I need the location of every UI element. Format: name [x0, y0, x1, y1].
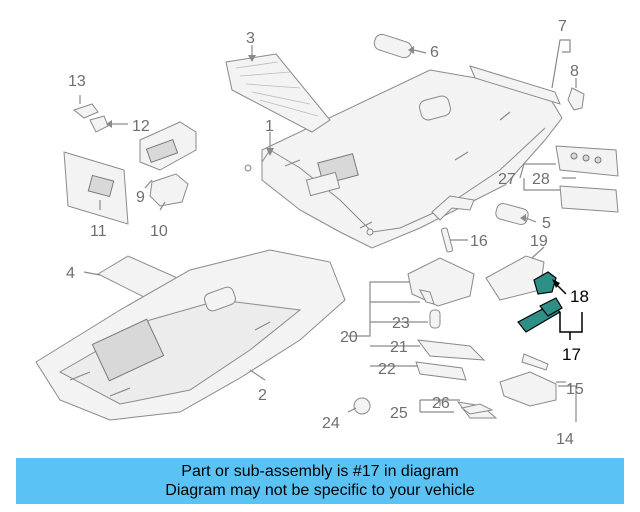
part-15-lamp — [499, 353, 557, 407]
label-8: 8 — [570, 63, 579, 80]
part-19-base — [485, 255, 545, 301]
part-3-panel — [225, 53, 331, 133]
banner-line-2: Diagram may not be specific to your vehi… — [165, 482, 475, 499]
label-13: 13 — [68, 73, 86, 90]
part-9-10-bracket — [139, 121, 197, 207]
label-25: 25 — [390, 405, 408, 422]
part-16-handle — [431, 195, 475, 253]
part-18-clip — [533, 271, 557, 295]
banner-line-1: Part or sub-assembly is #17 in diagram — [181, 463, 459, 480]
label-7: 7 — [558, 18, 567, 35]
part-7-8-trim — [469, 65, 585, 111]
label-2: 2 — [258, 387, 267, 404]
label-15: 15 — [566, 381, 584, 398]
part-11-sun-visor — [63, 151, 129, 225]
headliner-lower — [35, 249, 346, 421]
label-1: 1 — [265, 118, 274, 135]
info-banner: Part or sub-assembly is #17 in diagram D… — [16, 458, 624, 504]
label-11: 11 — [90, 223, 107, 240]
label-4: 4 — [66, 265, 75, 282]
label-12: 12 — [132, 118, 150, 135]
label-26: 26 — [432, 395, 450, 412]
part-5-lens — [495, 202, 529, 226]
label-16: 16 — [470, 233, 488, 250]
part-6-lamp — [373, 33, 413, 59]
part-12-13-clips — [72, 103, 109, 133]
label-10: 10 — [150, 223, 168, 240]
label-17: 17 — [562, 345, 581, 364]
label-19: 19 — [530, 233, 548, 250]
part-24-bulb — [353, 397, 371, 415]
leader-lines — [79, 39, 583, 422]
label-21: 21 — [390, 339, 408, 356]
part-labels: 3 1 6 7 8 13 12 9 10 11 4 2 5 16 19 27 2… — [66, 18, 589, 448]
part-20-group — [407, 257, 486, 381]
label-28: 28 — [532, 171, 550, 188]
label-22: 22 — [378, 361, 396, 378]
label-24: 24 — [322, 415, 340, 432]
parts-diagram: 3 1 6 7 8 13 12 9 10 11 4 2 5 16 19 27 2… — [35, 18, 619, 448]
label-14: 14 — [556, 431, 574, 448]
label-3: 3 — [246, 30, 255, 47]
label-9: 9 — [136, 189, 145, 206]
part-27-28-console — [555, 145, 619, 213]
part-25-26-lamp — [456, 401, 498, 419]
label-6: 6 — [430, 44, 439, 61]
part-17-assembly — [517, 297, 563, 333]
label-20: 20 — [340, 329, 358, 346]
label-5: 5 — [542, 215, 551, 232]
label-18: 18 — [570, 287, 589, 306]
label-23: 23 — [392, 315, 410, 332]
headliner-upper — [244, 69, 563, 249]
label-27: 27 — [498, 171, 516, 188]
